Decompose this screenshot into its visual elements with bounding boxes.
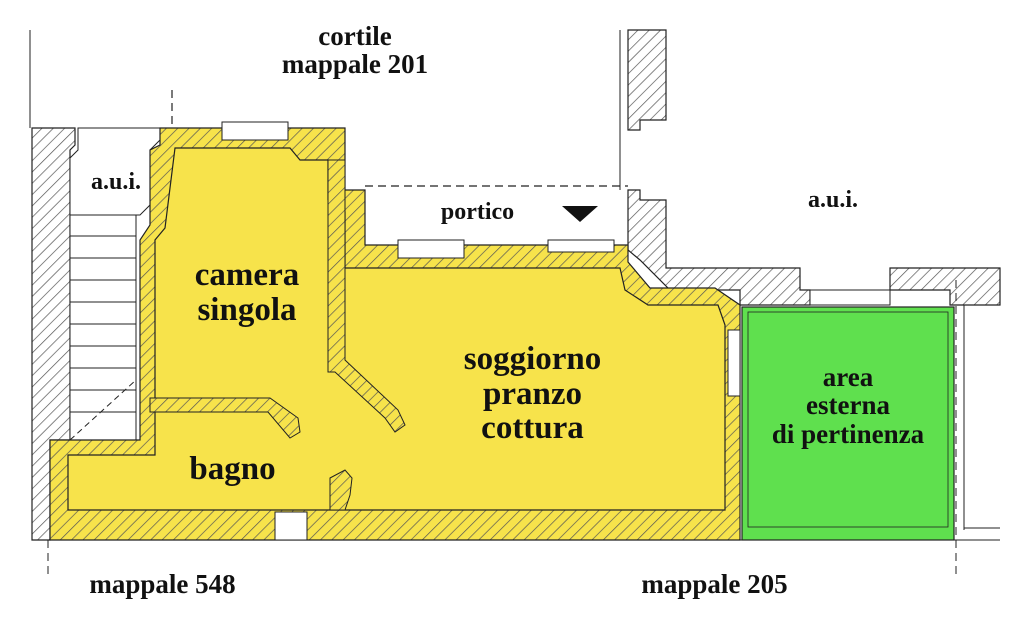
soggiorno-label-line3: cottura [481, 410, 584, 447]
top-right-wall-column [627, 29, 667, 131]
right-top-wall [889, 267, 1001, 306]
aui-left-label: a.u.i. [90, 169, 141, 195]
camera-label: camera singola [172, 258, 322, 327]
soggiorno-label-line2: pranzo [483, 375, 582, 412]
partition-camera-bagno [149, 397, 301, 439]
door-bottom [274, 511, 308, 541]
area-esterna-label: area esterna di pertinenza [748, 363, 948, 448]
soggiorno-label-line1: soggiorno [463, 341, 602, 377]
exterior-area [741, 306, 955, 541]
entrance-arrow-icon [562, 206, 598, 222]
staircase [69, 214, 137, 441]
partition-bagno-soggiorno [329, 469, 353, 511]
window-camera-top [221, 121, 289, 141]
windows [221, 121, 891, 541]
bagno-label: bagno [189, 451, 276, 487]
neighbor-walls [31, 29, 1001, 541]
area-esterna-line1: area [822, 362, 874, 392]
aui-right-label: a.u.i. [807, 187, 858, 213]
partitions [149, 159, 406, 511]
cortile-label: cortile mappale 201 [270, 22, 440, 79]
area-esterna-line3: di pertinenza [771, 418, 925, 449]
partition-camera-soggiorno [327, 159, 406, 433]
exterior-area-inner [747, 311, 949, 528]
cortile-label-line1: cortile [318, 21, 392, 51]
camera-label-line2: singola [197, 291, 297, 328]
portico-label: portico [440, 199, 515, 225]
cortile-label-line2: mappale 201 [281, 49, 429, 80]
portico-outline [171, 90, 628, 187]
area-esterna-line2: esterna [806, 390, 890, 421]
window-area-top [809, 289, 891, 306]
camera-label-line1: camera [194, 257, 300, 293]
window-soggiorno-right [727, 329, 741, 397]
window-portico-right [547, 239, 615, 253]
boundary-lines [29, 30, 1000, 575]
mappale-205-label: mappale 205 [641, 569, 788, 599]
soggiorno-label: soggiorno pranzo cottura [440, 342, 625, 446]
mappale-548-label: mappale 548 [89, 569, 236, 599]
window-portico-left [397, 239, 465, 259]
